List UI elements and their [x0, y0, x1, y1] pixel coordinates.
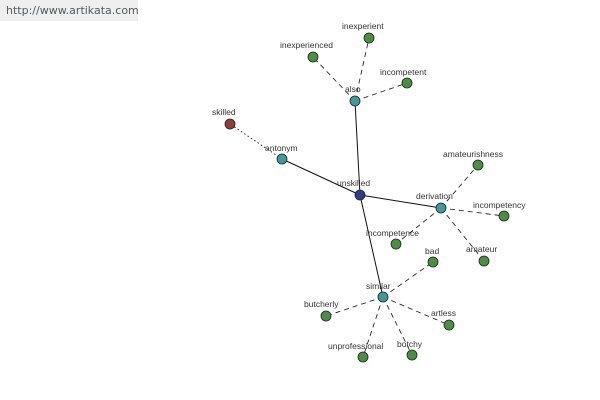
word-skilled-node[interactable]: [224, 118, 236, 130]
word-incompetent-label[interactable]: incompetent: [380, 67, 427, 77]
word-skilled-label[interactable]: skilled: [212, 107, 236, 117]
word-bad-node[interactable]: [427, 256, 439, 268]
word-incompetent-node[interactable]: [401, 77, 413, 89]
edge-similar-artless: [382, 296, 450, 326]
graph-labels: inexperient inexperienced incompetent skill…: [212, 21, 526, 351]
source-url-link[interactable]: http://www.artikata.com: [0, 0, 139, 21]
word-bad-label[interactable]: bad: [425, 246, 439, 256]
relation-also-label[interactable]: also: [345, 84, 361, 94]
edge-derivation-amateurishness: [440, 164, 479, 209]
word-inexperienced-node[interactable]: [307, 51, 319, 63]
word-artless-node[interactable]: [443, 319, 455, 331]
word-botchy-node[interactable]: [406, 349, 418, 361]
graph-edges: [229, 37, 505, 358]
graph-nodes: [224, 32, 510, 363]
edge-derivation: [359, 194, 442, 209]
center-unskilled-label[interactable]: unskilled: [337, 178, 370, 188]
edge-similar-bad: [382, 261, 434, 298]
edge-antonym-skilled: [229, 123, 283, 160]
edge-antonym: [281, 158, 361, 196]
word-amateur-label[interactable]: amateur: [466, 244, 497, 254]
relation-antonym-label[interactable]: antonym: [265, 143, 298, 153]
edge-similar-butcherly: [325, 296, 384, 317]
word-artless-label[interactable]: artless: [431, 308, 456, 318]
edge-similar-unprofessional: [362, 296, 384, 358]
edge-derivation-incompetency: [440, 207, 505, 217]
edge-similar: [359, 194, 384, 298]
edge-also: [354, 100, 361, 196]
edge-derivation-amateur: [440, 207, 485, 262]
word-incompetence-label[interactable]: incompetence: [366, 228, 419, 238]
word-butcherly-label[interactable]: butcherly: [304, 299, 339, 309]
word-inexperienced-label[interactable]: inexperienced: [280, 40, 333, 50]
word-inexperient-node[interactable]: [363, 32, 375, 44]
relation-similar-label[interactable]: similar: [366, 281, 391, 291]
word-butcherly-node[interactable]: [320, 310, 332, 322]
relation-derivation-node[interactable]: [435, 202, 447, 214]
word-unprofessional-node[interactable]: [357, 351, 369, 363]
word-inexperient-label[interactable]: inexperient: [342, 21, 384, 31]
edge-also-inexperient: [354, 37, 370, 102]
word-unprofessional-label[interactable]: unprofessional: [328, 341, 383, 351]
edge-similar-botchy: [382, 296, 413, 356]
relation-derivation-label[interactable]: derivation: [416, 191, 453, 201]
word-amateurishness-label[interactable]: amateurishness: [443, 149, 503, 159]
word-amateurishness-node[interactable]: [472, 159, 484, 171]
edge-derivation-incompetence: [395, 207, 442, 245]
relation-also-node[interactable]: [349, 95, 361, 107]
word-incompetency-label[interactable]: incompetency: [473, 200, 526, 210]
edge-also-incompetent: [354, 82, 408, 102]
word-amateur-node[interactable]: [478, 255, 490, 267]
edge-also-inexperienced: [312, 56, 356, 102]
relation-similar-node[interactable]: [377, 291, 389, 303]
word-incompetency-node[interactable]: [498, 210, 510, 222]
word-incompetence-node[interactable]: [390, 238, 402, 250]
relation-antonym-node[interactable]: [276, 153, 288, 165]
center-unskilled-node[interactable]: [354, 189, 366, 201]
word-botchy-label[interactable]: botchy: [397, 339, 423, 349]
